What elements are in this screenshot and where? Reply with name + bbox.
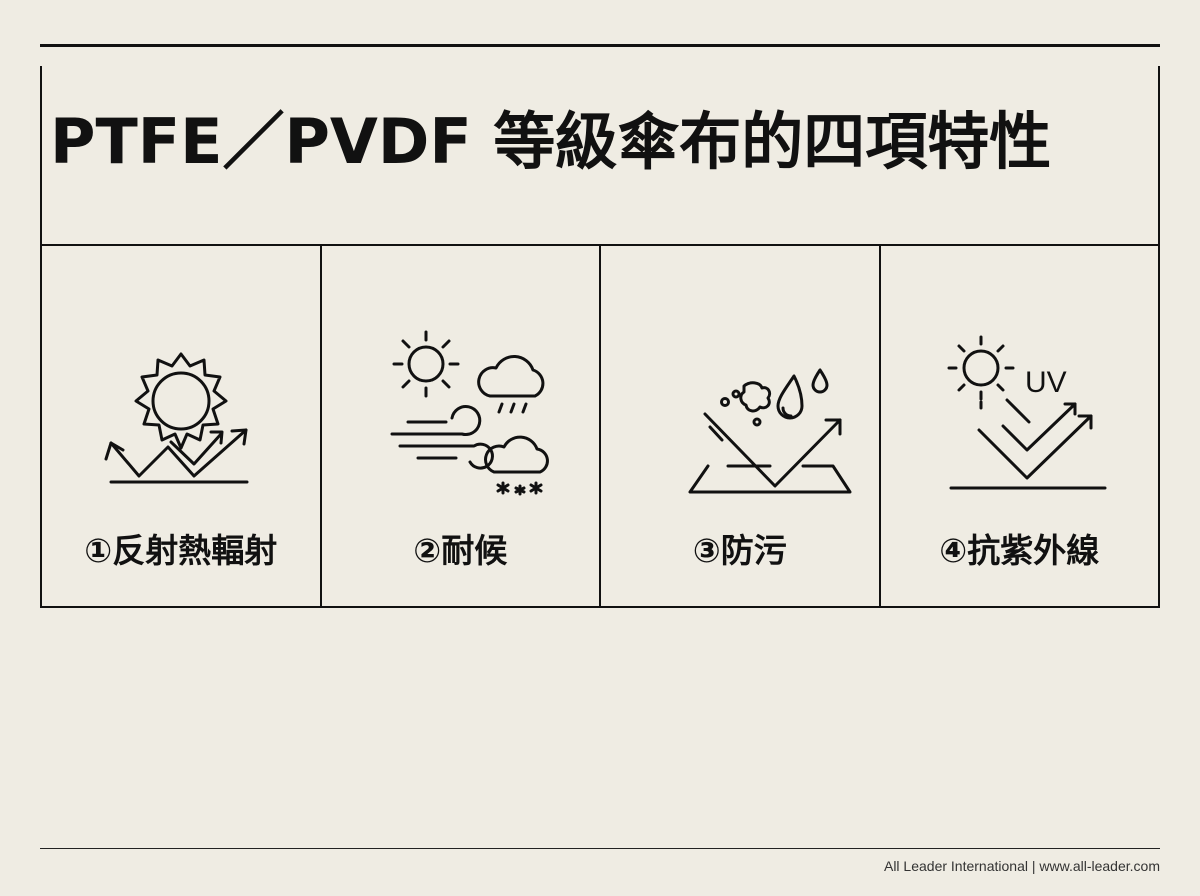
feature-cell-weather: ②耐候 [322,246,601,608]
sun-reflection-icon [91,326,271,506]
feature-label: ④抗紫外線 [939,531,1100,570]
feature-label: ③防污 [692,531,787,570]
uv-reflection-icon: UV [929,326,1109,506]
feature-label: ②耐候 [413,531,508,570]
uv-text: UV [1025,366,1067,399]
feature-cell-heat-reflection: ①反射熱輻射 [42,246,322,608]
stain-repel-icon [650,326,852,506]
bottom-rule [40,848,1160,849]
features-grid: ①反射熱輻射 [42,244,1158,608]
weather-icon [370,326,550,506]
feature-label: ①反射熱輻射 [84,531,278,570]
page-title: PTFE／PVDF 等級傘布的四項特性 [50,105,1052,178]
top-rule [40,44,1160,47]
footer-credit: All Leader International | www.all-leade… [883,858,1160,874]
content-frame: PTFE／PVDF 等級傘布的四項特性 ①反射熱輻射 [40,66,1160,608]
feature-cell-uv: UV ④抗紫外線 [881,246,1159,608]
feature-cell-stain: ③防污 [601,246,881,608]
